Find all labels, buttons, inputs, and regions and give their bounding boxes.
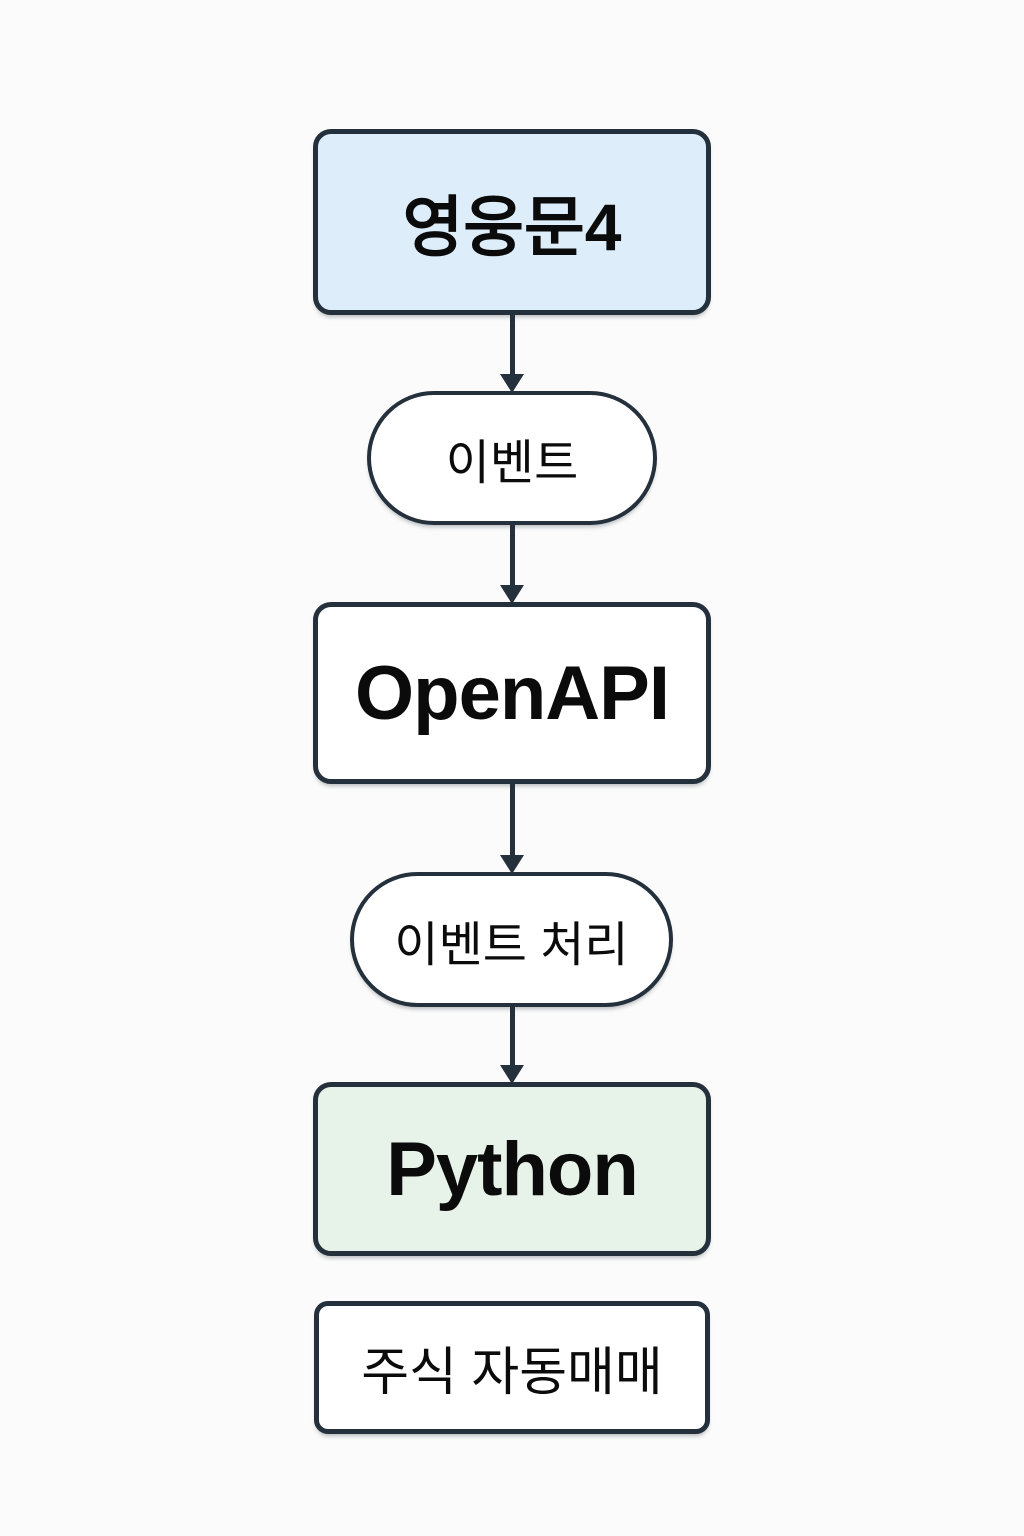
node-openapi: OpenAPI [313, 602, 711, 784]
node-python: Python [313, 1082, 711, 1256]
arrow-shaft [509, 782, 515, 855]
node-hero-moon-4: 영웅문4 [313, 129, 711, 315]
arrow-event-processing-to-python [500, 1005, 524, 1084]
node-event: 이벤트 [367, 391, 657, 525]
arrow-shaft [509, 523, 515, 585]
arrowhead-down-icon [500, 374, 524, 393]
node-stock-auto-trading: 주식 자동매매 [314, 1301, 710, 1434]
node-event-processing: 이벤트 처리 [350, 872, 673, 1007]
arrow-hero-to-event [500, 313, 524, 393]
arrowhead-down-icon [500, 855, 524, 874]
arrow-event-to-openapi [500, 523, 524, 604]
arrow-openapi-to-event-processing [500, 782, 524, 874]
arrowhead-down-icon [500, 1065, 524, 1084]
arrow-shaft [509, 313, 515, 374]
arrow-shaft [509, 1005, 515, 1065]
arrowhead-down-icon [500, 585, 524, 604]
